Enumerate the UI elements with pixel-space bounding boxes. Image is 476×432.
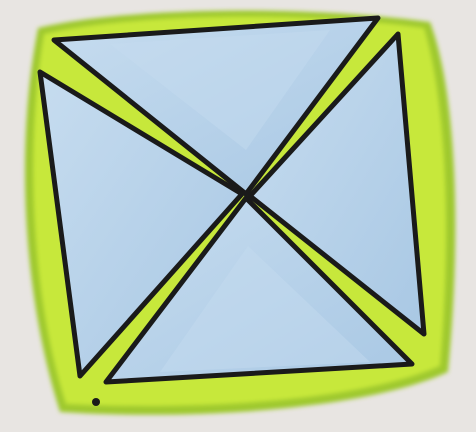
pinwheel-drawing: [0, 0, 476, 432]
artwork-canvas: [0, 0, 476, 432]
